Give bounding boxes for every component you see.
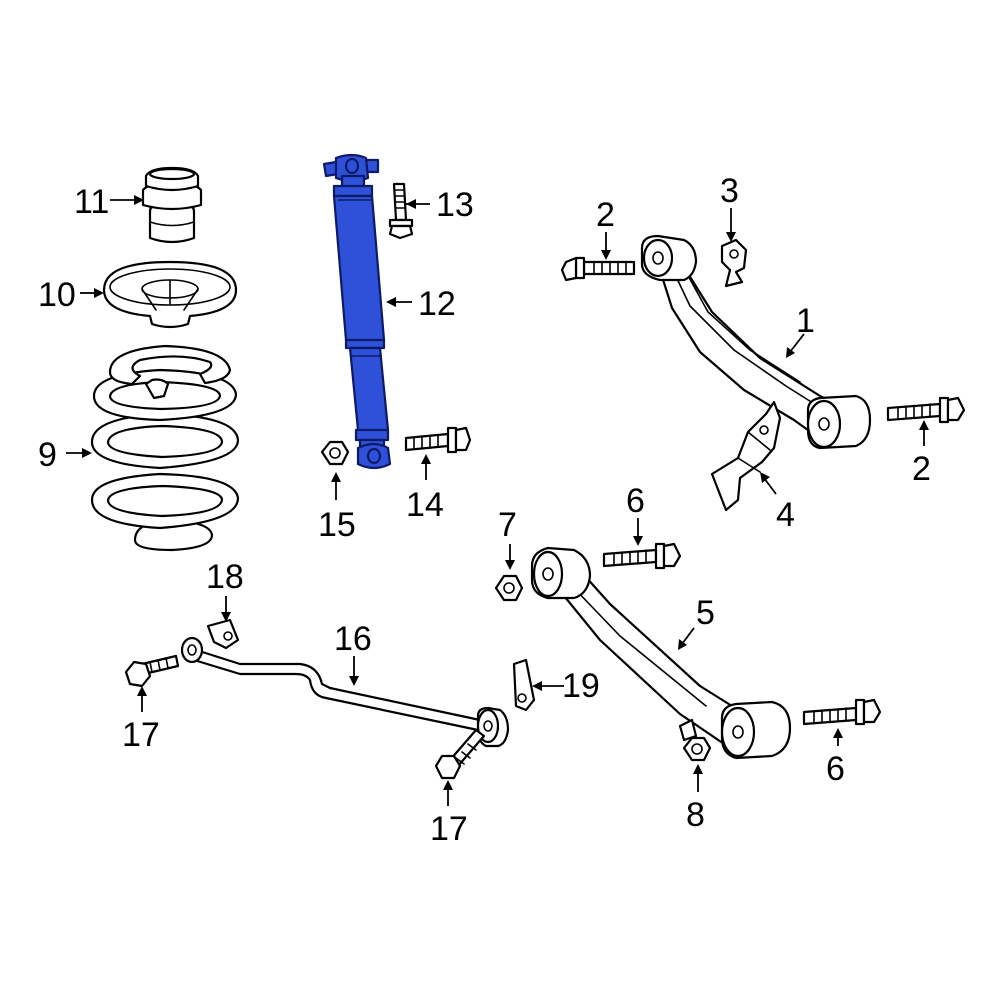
track-bar-bolt-right[interactable] <box>434 728 486 780</box>
callout-6-upper: 6 <box>626 482 645 520</box>
upper-arm-bolt-rear[interactable] <box>886 396 966 424</box>
shock-upper-bolt[interactable] <box>388 182 414 240</box>
callout-8: 8 <box>686 796 705 834</box>
callout-17-left: 17 <box>122 716 160 754</box>
coil-spring[interactable] <box>90 344 240 552</box>
callout-18: 18 <box>206 558 244 596</box>
upper-arm-bracket[interactable] <box>720 238 748 288</box>
lower-control-arm[interactable] <box>530 546 792 760</box>
track-bar-bracket-left[interactable] <box>206 618 240 650</box>
lower-arm-flag-nut[interactable] <box>678 718 712 762</box>
callout-11: 11 <box>74 183 109 221</box>
callout-5: 5 <box>696 594 715 632</box>
track-bar-bracket-right[interactable] <box>512 658 536 712</box>
callout-13: 13 <box>436 186 474 224</box>
frame-bracket[interactable] <box>710 400 782 512</box>
callout-7: 7 <box>498 506 517 544</box>
track-bar[interactable] <box>180 636 510 748</box>
lower-arm-bolt-front[interactable] <box>602 542 682 570</box>
callout-2-upper: 2 <box>596 196 615 234</box>
callout-12: 12 <box>418 285 456 323</box>
callout-6-lower: 6 <box>826 750 845 788</box>
leader-lines <box>66 195 929 806</box>
callout-19: 19 <box>562 667 600 705</box>
callout-3: 3 <box>720 172 739 210</box>
callout-4: 4 <box>776 496 795 534</box>
callout-17-right: 17 <box>430 810 468 848</box>
callout-1: 1 <box>796 302 815 340</box>
lower-arm-bolt-rear[interactable] <box>802 698 882 726</box>
callout-16: 16 <box>334 620 372 658</box>
track-bar-bolt-left[interactable] <box>124 654 180 688</box>
upper-control-arm[interactable] <box>640 234 872 450</box>
spring-isolator[interactable] <box>102 260 238 329</box>
jounce-bumper[interactable] <box>141 166 203 244</box>
lower-arm-nut[interactable] <box>494 574 524 602</box>
callout-10: 10 <box>38 276 76 314</box>
callout-2-lower: 2 <box>912 450 931 488</box>
callout-15: 15 <box>318 506 356 544</box>
shock-lower-nut[interactable] <box>320 440 350 466</box>
shock-lower-bolt[interactable] <box>404 426 472 454</box>
callout-9: 9 <box>38 436 57 474</box>
upper-arm-bolt-front[interactable] <box>560 256 636 282</box>
callout-14: 14 <box>406 486 444 524</box>
shock-absorber[interactable] <box>322 153 392 470</box>
callout-labels: 11 10 9 13 12 14 15 2 3 1 2 4 6 7 5 6 8 … <box>38 172 931 848</box>
